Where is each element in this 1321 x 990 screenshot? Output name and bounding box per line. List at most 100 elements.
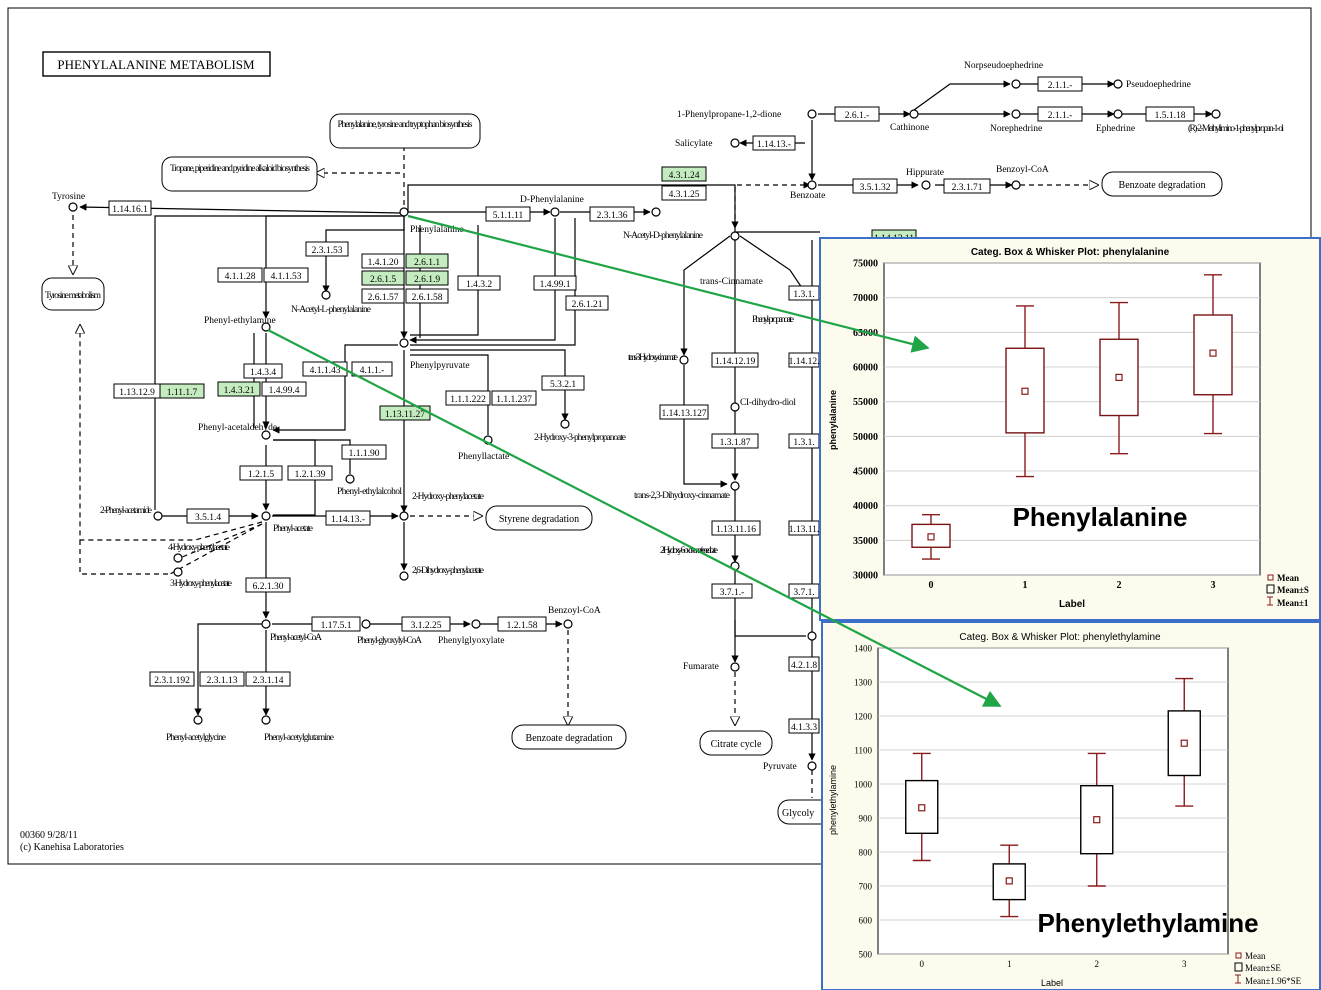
enzyme-e40[interactable]: 2.3.1.14 [245, 671, 291, 687]
enzyme-e6[interactable]: 2.3.1.53 [305, 241, 349, 257]
enzyme-e2[interactable]: 5.1.1.11 [485, 206, 531, 222]
enzyme-e31[interactable]: 1.2.1.39 [287, 465, 333, 481]
enzyme-e46[interactable]: 1.14.13.- [752, 135, 796, 151]
enzyme-label-e49: 2.6.1.- [845, 111, 870, 121]
mean-marker [1180, 739, 1188, 747]
mean-marker [927, 533, 935, 541]
enzyme-e30[interactable]: 1.2.1.5 [239, 465, 283, 481]
enzyme-e35[interactable]: 1.17.5.1 [311, 616, 361, 632]
enzyme-e47[interactable]: 3.5.1.32 [852, 178, 898, 194]
enzyme-e14[interactable]: 1.4.99.1 [533, 275, 577, 291]
enzyme-label-e8: 2.6.1.1 [414, 258, 440, 268]
enzyme-e34[interactable]: 6.2.1.30 [245, 577, 291, 593]
gridlines-phenylalanine [884, 262, 1260, 576]
map-link-tyrosine-metabolism[interactable] [41, 277, 105, 311]
enzyme-e57[interactable]: 1.13.11. [788, 520, 820, 536]
enzyme-e7[interactable]: 1.4.1.20 [361, 253, 405, 269]
legend-mean-se-phenylalanine: Mean±S [1277, 585, 1309, 595]
enzyme-e41[interactable]: 1.14.12.19 [711, 352, 759, 368]
enzyme-e51[interactable]: 2.1.1.- [1037, 106, 1083, 122]
enzyme-e22[interactable]: 1.11.1.7 [159, 383, 205, 399]
enzyme-e1[interactable]: 1.14.16.1 [108, 200, 152, 216]
box-se [905, 779, 939, 834]
enzyme-e13[interactable]: 1.4.3.2 [457, 275, 501, 291]
enzyme-e38[interactable]: 2.3.1.192 [149, 671, 195, 687]
enzyme-e36[interactable]: 3.1.2.25 [401, 616, 451, 632]
enzyme-label-e47: 3.5.1.32 [860, 183, 891, 193]
enzyme-e44[interactable]: 1.13.11.16 [711, 520, 761, 536]
compound-3-hydroxyphenylacetate: 3-Hydroxy-phenylacetate [170, 579, 232, 589]
x-tick-label: 3 [1182, 959, 1187, 969]
compound-4-hydroxyphenylacetate: 4-Hydroxy-phenylacetate [168, 543, 230, 553]
enzyme-e20[interactable]: 1.4.99.4 [261, 381, 307, 397]
enzyme-e17[interactable]: 4.1.1.53 [263, 267, 309, 283]
box-se [911, 523, 951, 548]
enzyme-e28[interactable]: 5.3.2.1 [541, 375, 585, 391]
enzyme-e32[interactable]: 3.5.1.4 [186, 508, 230, 524]
x-tick-label: 1 [1007, 959, 1012, 969]
y-tick-label: 65000 [853, 328, 878, 339]
enzyme-e55[interactable]: 1.14.12. [788, 352, 820, 368]
compound-pyruvate: Pyruvate [763, 762, 797, 772]
compound-n-acetyl-d-phenylalanine: N-Acetyl-D-phenylalanine [623, 231, 703, 241]
box-category-3 [1167, 677, 1201, 807]
enzyme-e50[interactable]: 2.1.1.- [1037, 76, 1083, 92]
enzyme-boxes: 1.14.16.1 5.1.1.11 2.3.1.36 4.3.1.24 4.3.1.2… [108, 76, 1195, 734]
enzyme-e54[interactable]: 1.3.1. [788, 285, 820, 301]
enzyme-e21[interactable]: 1.13.12.9 [113, 383, 161, 399]
arrow-phenylethylamine-to-chart [267, 329, 1002, 707]
y-tick-label: 55000 [853, 397, 878, 408]
map-link-citrate-cycle[interactable] [699, 730, 773, 756]
enzyme-e23[interactable]: 4.1.1.43 [302, 361, 348, 377]
enzyme-e5[interactable]: 4.3.1.25 [661, 185, 707, 201]
enzyme-e33[interactable]: 1.14.13.- [325, 510, 371, 526]
enzyme-e24[interactable]: 4.1.1.- [351, 361, 393, 377]
enzyme-e45[interactable]: 3.7.1.- [711, 583, 753, 599]
enzyme-e4[interactable]: 4.3.1.24 [661, 166, 707, 182]
enzyme-e27[interactable]: 1.1.1.237 [491, 390, 537, 406]
enzyme-e10[interactable]: 2.6.1.9 [405, 270, 449, 286]
y-tick-label: 1100 [854, 746, 872, 756]
map-link-benzoate-degradation-2[interactable] [511, 724, 627, 750]
enzyme-e15[interactable]: 2.6.1.21 [565, 295, 609, 311]
enzyme-e16[interactable]: 4.1.1.28 [217, 267, 263, 283]
y-tick-label: 1000 [854, 780, 873, 790]
enzyme-e29[interactable]: 1.1.1.90 [341, 444, 387, 460]
box-se [1193, 314, 1233, 396]
enzyme-e19[interactable]: 1.4.3.21 [217, 381, 261, 397]
enzyme-e25[interactable]: 1.13.11.27 [379, 405, 431, 421]
enzyme-e56[interactable]: 1.3.1. [788, 433, 820, 449]
box-category-1 [1005, 305, 1045, 478]
enzyme-e48[interactable]: 2.3.1.71 [943, 178, 991, 194]
compound-benzoyl-coa-1: Benzoyl-CoA [548, 606, 601, 616]
box-category-1 [992, 844, 1026, 918]
enzyme-label-e29: 1.1.1.90 [349, 449, 380, 459]
map-link-benzoate-degradation-1[interactable] [1101, 171, 1223, 197]
enzyme-e43[interactable]: 1.3.1.87 [711, 433, 759, 449]
enzyme-e11[interactable]: 2.6.1.57 [361, 288, 405, 304]
enzyme-label-e14: 1.4.99.1 [540, 280, 571, 290]
enzyme-e26[interactable]: 1.1.1.222 [445, 390, 491, 406]
enzyme-e59[interactable]: 4.2.1.8 [788, 656, 820, 672]
enzyme-e3[interactable]: 2.3.1.36 [589, 206, 635, 222]
enzyme-e37[interactable]: 1.2.1.58 [497, 616, 547, 632]
enzyme-e9[interactable]: 2.6.1.5 [361, 270, 405, 286]
enzyme-label-e1: 1.14.16.1 [112, 205, 148, 215]
enzyme-e8[interactable]: 2.6.1.1 [405, 253, 449, 269]
map-link-styrene[interactable] [485, 505, 593, 531]
x-tick-label: 2 [1117, 580, 1122, 591]
enzyme-e18[interactable]: 1.4.3.4 [243, 363, 283, 379]
enzyme-e52[interactable]: 1.5.1.18 [1145, 106, 1195, 122]
enzyme-e39[interactable]: 2.3.1.13 [199, 671, 245, 687]
enzyme-e49[interactable]: 2.6.1.- [834, 106, 880, 122]
box-se [1080, 785, 1114, 855]
y-axis-label-phenylalanine: phenylalanine [828, 390, 838, 450]
enzyme-e12[interactable]: 2.6.1.58 [405, 288, 449, 304]
map-link-tropane[interactable] [161, 156, 318, 192]
enzyme-e42[interactable]: 1.14.13.127 [659, 404, 709, 420]
enzyme-e60[interactable]: 4.1.3.3 [788, 718, 820, 734]
map-link-biosynthesis[interactable] [329, 113, 481, 149]
compound-phenylacetate: Phenyl-acetate [273, 524, 313, 534]
enzyme-label-e11: 2.6.1.57 [368, 293, 399, 303]
enzyme-e58[interactable]: 3.7.1. [788, 583, 820, 599]
